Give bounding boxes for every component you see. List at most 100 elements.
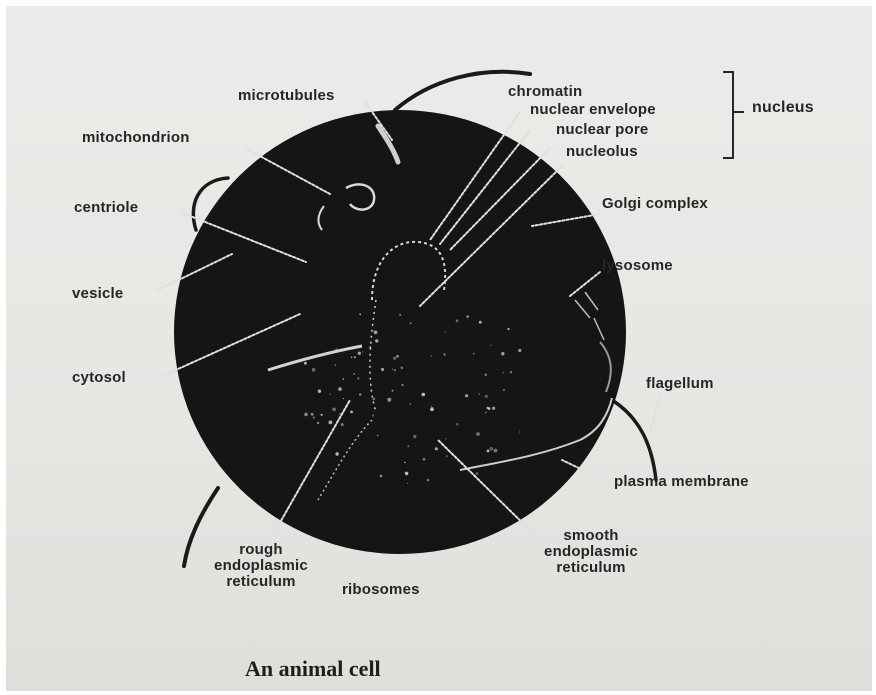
speckle <box>430 355 432 357</box>
speckle <box>387 398 391 402</box>
speckle <box>423 458 426 461</box>
label-mitochondrion: mitochondrion <box>82 130 190 146</box>
speckle <box>317 422 319 424</box>
label-lysosome: lysosome <box>602 258 673 274</box>
speckle <box>343 378 345 380</box>
speckle <box>487 407 489 409</box>
label-smooth-er-line3: reticulum <box>516 560 666 576</box>
label-nuclear-pore: nuclear pore <box>556 122 648 138</box>
label-nucleolus: nucleolus <box>566 144 638 160</box>
label-flagellum: flagellum <box>646 376 714 392</box>
speckle <box>427 479 430 482</box>
speckle <box>519 431 520 432</box>
speckle <box>407 445 409 447</box>
label-smooth-er-line2: endoplasmic <box>516 544 666 560</box>
label-smooth-er-line1: smooth <box>516 528 666 544</box>
speckle <box>479 321 482 324</box>
speckle <box>330 394 332 396</box>
speckle <box>374 330 378 334</box>
speckle <box>321 414 323 416</box>
speckle <box>401 384 403 386</box>
speckle <box>338 387 342 391</box>
label-rough-er: rough endoplasmic reticulum <box>186 542 336 590</box>
figure-caption: An animal cell <box>245 656 381 682</box>
label-smooth-er: smooth endoplasmic reticulum <box>516 528 666 576</box>
speckle <box>510 371 512 373</box>
speckle <box>393 357 396 360</box>
speckle <box>456 423 458 425</box>
speckle <box>318 390 321 393</box>
label-microtubules: microtubules <box>238 88 335 104</box>
speckle <box>444 331 445 332</box>
nucleus-bracket <box>723 72 744 158</box>
speckle <box>335 364 337 366</box>
speckle <box>476 472 478 474</box>
speckle <box>465 394 468 397</box>
speckle <box>492 407 495 410</box>
speckle <box>485 374 487 376</box>
speckle <box>422 393 426 397</box>
speckle <box>456 319 459 322</box>
speckle <box>399 314 401 316</box>
speckle <box>332 408 336 412</box>
speckle <box>304 413 308 417</box>
speckle <box>410 322 412 324</box>
speckle <box>341 423 344 426</box>
speckle <box>404 462 406 464</box>
speckle <box>304 362 307 365</box>
speckle <box>503 389 505 391</box>
speckle <box>369 346 371 348</box>
leader-flagellum <box>650 396 660 432</box>
speckle <box>491 345 492 346</box>
speckle <box>485 412 487 414</box>
speckle <box>401 367 404 370</box>
speckle <box>357 377 359 379</box>
speckle <box>431 406 432 407</box>
speckle <box>407 483 408 484</box>
speckle <box>377 435 378 436</box>
speckle <box>358 352 361 355</box>
label-chromatin: chromatin <box>508 84 582 100</box>
speckle <box>507 328 509 330</box>
speckle <box>478 393 480 395</box>
speckle <box>430 407 434 411</box>
speckle <box>381 368 384 371</box>
label-plasma-membrane: plasma membrane <box>614 474 749 490</box>
label-ribosomes: ribosomes <box>342 582 420 598</box>
label-centriole: centriole <box>74 200 138 216</box>
speckle <box>501 352 504 355</box>
label-nuclear-envelope: nuclear envelope <box>530 102 656 118</box>
speckle <box>351 357 352 358</box>
speckle <box>394 369 396 371</box>
speckle <box>339 413 340 414</box>
speckle <box>410 403 411 404</box>
speckle <box>335 348 338 351</box>
speckle <box>518 349 521 352</box>
speckle <box>466 315 469 318</box>
speckle <box>392 369 393 370</box>
speckle <box>359 313 361 315</box>
speckle <box>350 411 353 414</box>
label-vesicle: vesicle <box>72 286 123 302</box>
speckle <box>329 421 333 425</box>
speckle <box>362 351 363 352</box>
speckle <box>353 373 355 375</box>
speckle <box>445 438 446 439</box>
speckle <box>503 372 504 373</box>
label-golgi-complex: Golgi complex <box>602 196 708 212</box>
speckle <box>396 355 399 358</box>
speckle <box>343 398 344 399</box>
cell-body <box>174 110 626 554</box>
speckle <box>312 368 316 372</box>
speckle <box>485 395 488 398</box>
speckle <box>392 390 394 392</box>
label-nucleus: nucleus <box>752 100 814 116</box>
speckle <box>476 432 480 436</box>
speckle <box>473 353 475 355</box>
speckle <box>311 413 314 416</box>
speckle <box>359 393 361 395</box>
speckle <box>372 414 374 416</box>
label-rough-er-line2: endoplasmic <box>186 558 336 574</box>
